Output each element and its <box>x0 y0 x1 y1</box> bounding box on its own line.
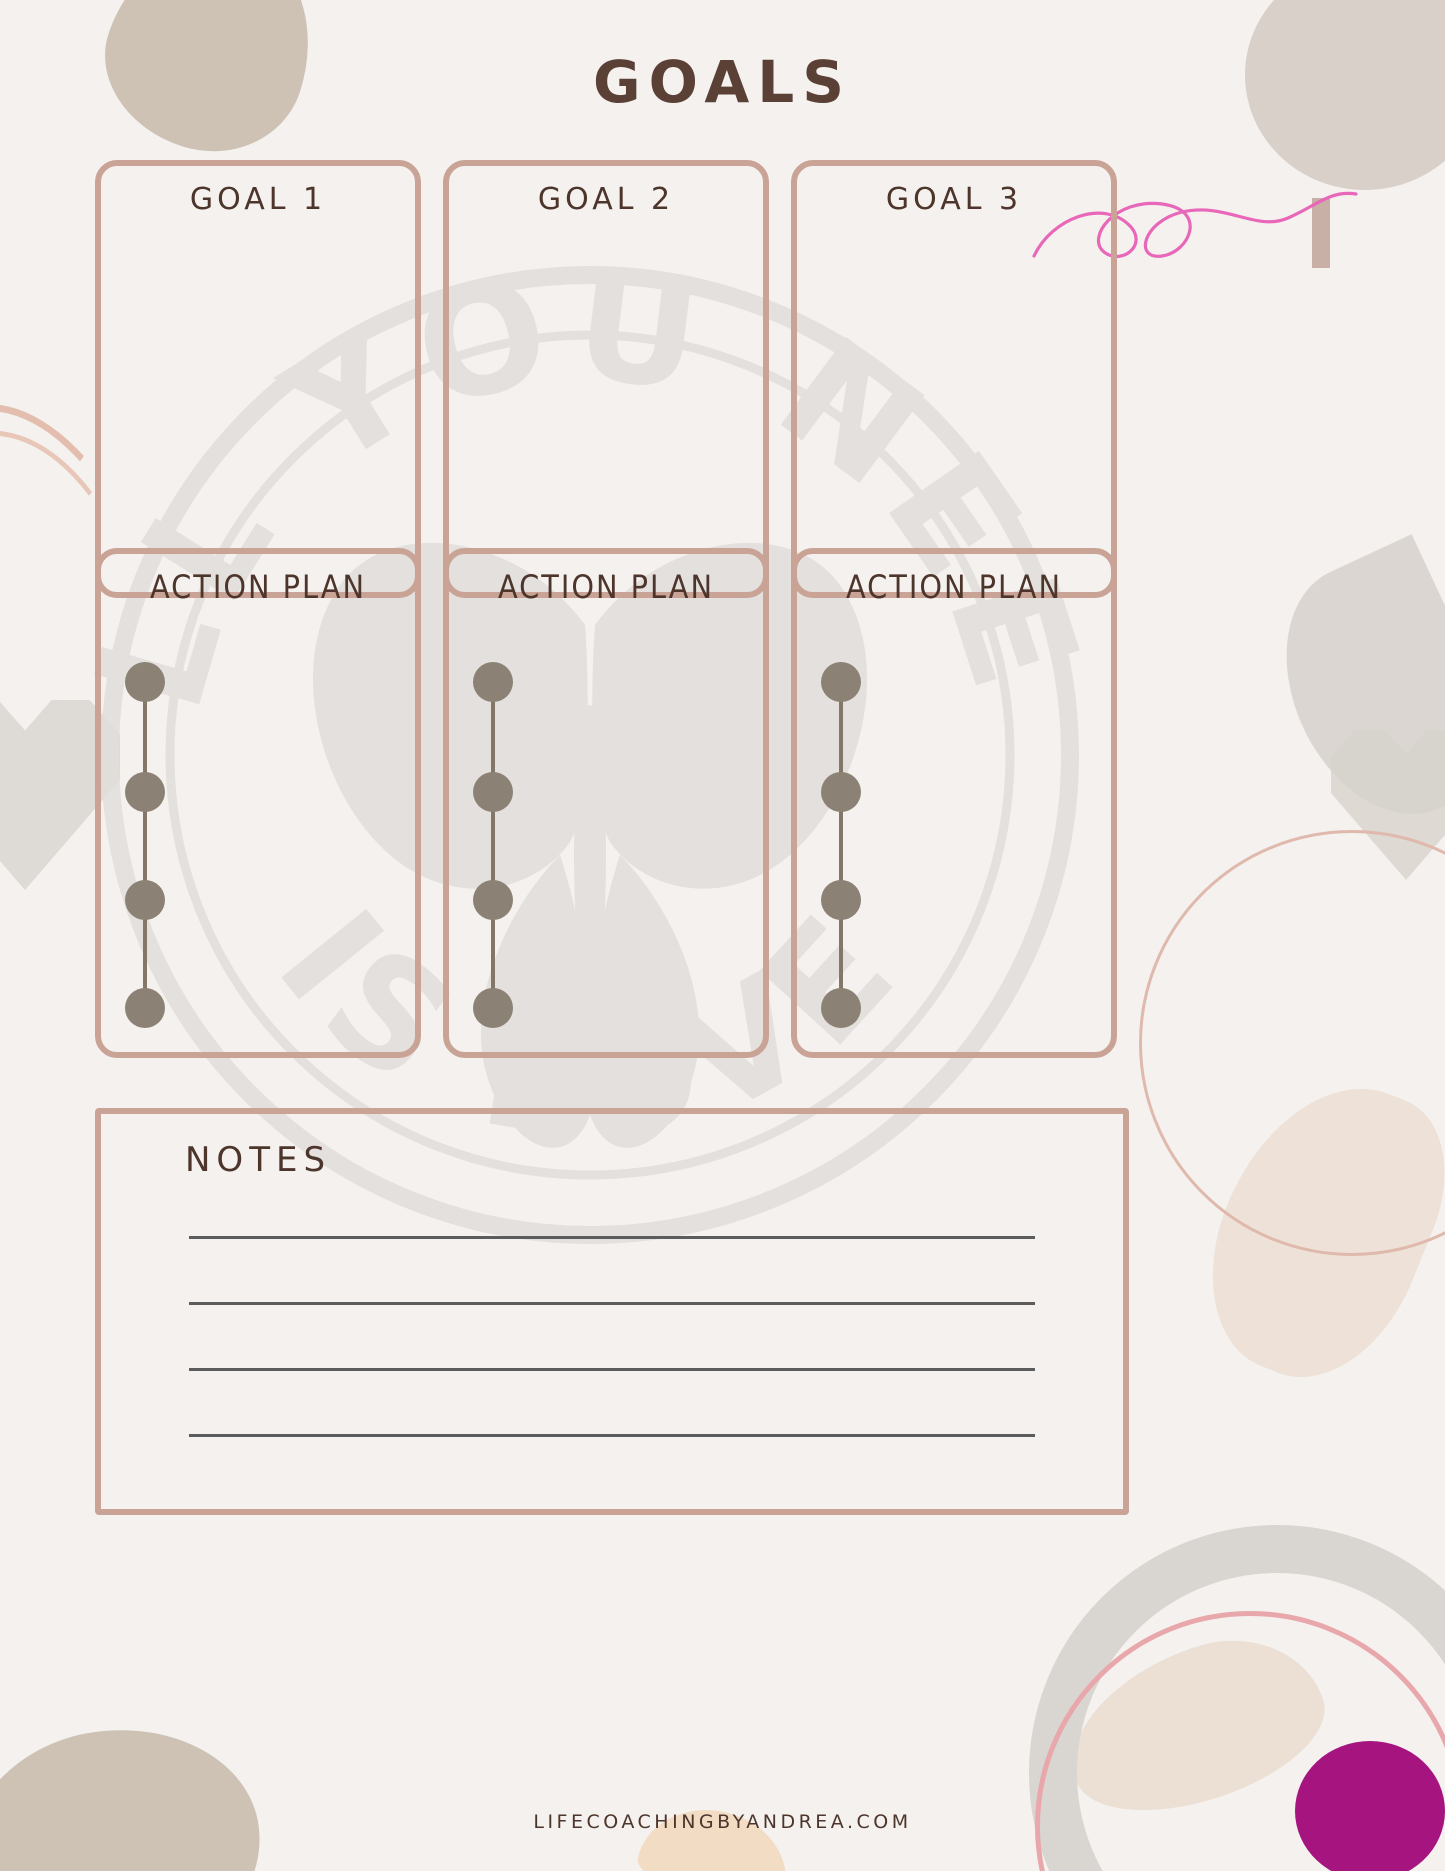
goal-label-2: GOAL 2 <box>537 182 675 217</box>
goals-row: GOAL 1 GOAL 2 GOAL 3 <box>95 160 1117 598</box>
action-plan-box-1[interactable]: ACTION PLAN <box>95 548 421 1058</box>
decorative-blob-bottom-middle <box>632 1796 798 1871</box>
timeline-step-dot[interactable] <box>473 662 513 702</box>
decorative-ring-rose-mid <box>1139 830 1445 1256</box>
action-plan-timeline-1 <box>125 662 165 1028</box>
timeline-step-dot[interactable] <box>125 988 165 1028</box>
notes-write-line[interactable] <box>189 1236 1035 1239</box>
action-plan-box-3[interactable]: ACTION PLAN <box>791 548 1117 1058</box>
decorative-magenta-dot <box>1295 1741 1445 1871</box>
notes-box[interactable]: NOTES <box>95 1108 1129 1515</box>
goal-box-2[interactable]: GOAL 2 <box>443 160 769 598</box>
footer-url: LIFECOACHINGBYANDREA.COM <box>533 1811 912 1833</box>
notes-write-line[interactable] <box>189 1434 1035 1437</box>
notes-lines <box>189 1236 1035 1500</box>
action-plan-label-3: ACTION PLAN <box>846 568 1062 606</box>
timeline-line <box>143 680 147 1010</box>
action-plan-label-1: ACTION PLAN <box>150 568 366 606</box>
decorative-swoosh-right <box>1248 534 1445 846</box>
timeline-line <box>839 680 843 1010</box>
timeline-step-dot[interactable] <box>125 772 165 812</box>
notes-write-line[interactable] <box>189 1302 1035 1305</box>
timeline-step-dot[interactable] <box>473 772 513 812</box>
goal-box-3[interactable]: GOAL 3 <box>791 160 1117 598</box>
timeline-step-dot[interactable] <box>125 662 165 702</box>
notes-write-line[interactable] <box>189 1368 1035 1371</box>
decorative-swoosh-right-2 <box>1176 1053 1445 1407</box>
decorative-stem-top-right <box>1312 198 1330 268</box>
action-plan-timeline-2 <box>473 662 513 1028</box>
timeline-step-dot[interactable] <box>821 662 861 702</box>
timeline-step-dot[interactable] <box>821 880 861 920</box>
decorative-blob-bottom-left <box>0 1711 275 1871</box>
goal-label-1: GOAL 1 <box>189 182 327 217</box>
goal-label-3: GOAL 3 <box>885 182 1023 217</box>
page-title: GOALS <box>593 48 852 116</box>
notes-label: NOTES <box>185 1140 332 1180</box>
timeline-step-dot[interactable] <box>473 988 513 1028</box>
timeline-line <box>491 680 495 1010</box>
action-plan-box-2[interactable]: ACTION PLAN <box>443 548 769 1058</box>
timeline-step-dot[interactable] <box>125 880 165 920</box>
goal-box-1[interactable]: GOAL 1 <box>95 160 421 598</box>
timeline-step-dot[interactable] <box>821 988 861 1028</box>
action-plan-timeline-3 <box>821 662 861 1028</box>
timeline-step-dot[interactable] <box>473 880 513 920</box>
timeline-step-dot[interactable] <box>821 772 861 812</box>
action-plan-label-2: ACTION PLAN <box>498 568 714 606</box>
action-plans-row: ACTION PLAN ACTION PLAN ACTION PLAN <box>95 548 1117 1058</box>
decorative-heart-right <box>1331 730 1445 880</box>
decorative-leaf-bottom-right <box>1048 1614 1342 1838</box>
